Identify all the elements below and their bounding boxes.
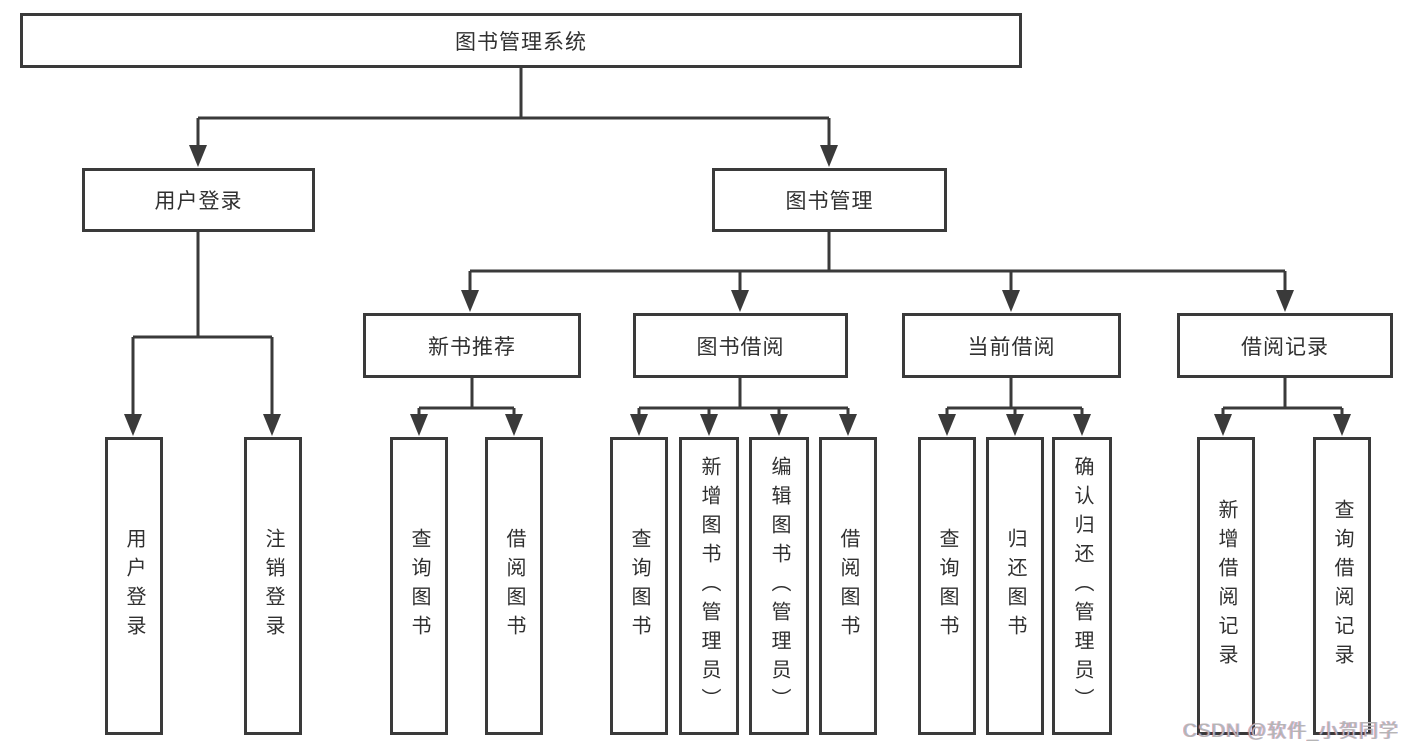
node-current-borrow-label: 当前借阅: [967, 335, 1056, 359]
node-root: 图书管理系统: [20, 13, 1022, 68]
leaf-add-book-label: 新增图书（管理员）: [698, 455, 720, 717]
leaf-edit-book-label: 编辑图书（管理员）: [768, 455, 790, 717]
leaf-query-book-3-label: 查询图书: [936, 528, 958, 644]
leaf-query-borrow-record: 查询借阅记录: [1313, 437, 1371, 735]
leaf-confirm-return-label: 确认归还（管理员）: [1071, 455, 1093, 717]
connector-new-book-rec-to-leaves: [417, 378, 516, 416]
connector-book-mgmt-to-level3: [468, 232, 1287, 292]
leaf-query-book-1: 查询图书: [390, 437, 448, 735]
node-book-mgmt: 图书管理: [712, 168, 947, 232]
leaf-logout: 注销登录: [244, 437, 302, 735]
node-root-label: 图书管理系统: [455, 30, 587, 54]
connector-root-to-level2: [196, 68, 831, 148]
leaf-query-book-1-label: 查询图书: [408, 528, 430, 644]
leaf-edit-book: 编辑图书（管理员）: [749, 437, 809, 735]
leaf-logout-label: 注销登录: [262, 528, 284, 644]
connector-user-login-to-leaves: [131, 232, 274, 416]
node-user-login: 用户登录: [82, 168, 315, 232]
node-borrow-records-label: 借阅记录: [1241, 335, 1329, 359]
leaf-borrow-book-1-label: 借阅图书: [503, 528, 525, 644]
leaf-user-login: 用户登录: [105, 437, 163, 735]
connector-borrow-records-to-leaves: [1221, 378, 1344, 416]
node-borrow-records: 借阅记录: [1177, 313, 1393, 378]
node-current-borrow: 当前借阅: [902, 313, 1121, 378]
node-book-mgmt-label: 图书管理: [785, 190, 874, 213]
csdn-watermark: CSDN @软件_小贺同学: [1183, 721, 1399, 742]
leaf-user-login-label: 用户登录: [123, 528, 145, 644]
leaf-confirm-return: 确认归还（管理员）: [1052, 437, 1112, 735]
leaf-add-borrow-record-label: 新增借阅记录: [1215, 499, 1237, 673]
leaf-query-book-2-label: 查询图书: [628, 528, 650, 644]
leaf-query-book-3: 查询图书: [918, 437, 976, 735]
connector-current-borrow-to-leaves: [945, 378, 1084, 416]
leaf-borrow-book-2: 借阅图书: [819, 437, 877, 735]
arrowheads: [124, 145, 1351, 436]
leaf-add-book: 新增图书（管理员）: [679, 437, 739, 735]
leaf-query-book-2: 查询图书: [610, 437, 668, 735]
leaf-return-book-label: 归还图书: [1004, 528, 1026, 644]
node-book-borrow: 图书借阅: [633, 313, 848, 378]
leaf-query-borrow-record-label: 查询借阅记录: [1331, 499, 1353, 673]
leaf-borrow-book-2-label: 借阅图书: [837, 528, 859, 644]
node-new-book-rec-label: 新书推荐: [428, 335, 516, 359]
connector-book-borrow-to-leaves: [637, 378, 850, 416]
node-new-book-rec: 新书推荐: [363, 313, 581, 378]
leaf-return-book: 归还图书: [986, 437, 1044, 735]
node-user-login-label: 用户登录: [154, 190, 243, 213]
leaf-borrow-book-1: 借阅图书: [485, 437, 543, 735]
node-book-borrow-label: 图书借阅: [696, 335, 785, 359]
leaf-add-borrow-record: 新增借阅记录: [1197, 437, 1255, 735]
